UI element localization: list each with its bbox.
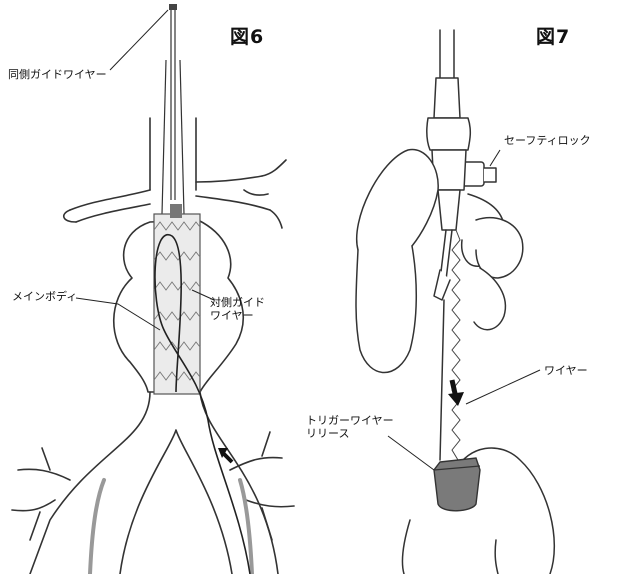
trigger-wire-release-cap [434, 458, 480, 511]
figure-7: 図7 セーフティロック ワイヤー トリガーワイヤー リリース [300, 0, 622, 574]
wire-label: ワイヤー [544, 364, 588, 377]
contralateral-guidewire-label-line2: ワイヤー [210, 309, 265, 322]
trigger-wire-release-label-line2: リリース [306, 427, 394, 440]
figure-7-illustration [300, 0, 622, 574]
trigger-wire-release-label-line1: トリガーワイヤー [306, 414, 394, 427]
leader-ipsilateral-guidewire [110, 10, 168, 70]
leader-wire [466, 370, 540, 404]
trigger-wire-release-label: トリガーワイヤー リリース [306, 414, 394, 440]
safety-lock-label: セーフティロック [504, 134, 591, 147]
main-body-label: メインボディ [12, 290, 77, 303]
leader-safety-lock [490, 150, 500, 166]
ipsilateral-guidewire-label: 同側ガイドワイヤー [8, 68, 107, 81]
leader-main-body [76, 298, 160, 330]
figure-6-title: 図6 [230, 22, 264, 49]
figure-6: 図6 同側ガイドワイヤー メインボディ 対側ガイド ワイヤー [0, 0, 300, 574]
trigger-wire [452, 230, 460, 460]
contralateral-guidewire-label-line1: 対側ガイド [210, 296, 265, 309]
figure-6-illustration [0, 0, 300, 574]
contralateral-guidewire-label: 対側ガイド ワイヤー [210, 296, 265, 322]
figure-7-title: 図7 [536, 22, 570, 49]
leader-trigger-wire-release [388, 436, 434, 470]
